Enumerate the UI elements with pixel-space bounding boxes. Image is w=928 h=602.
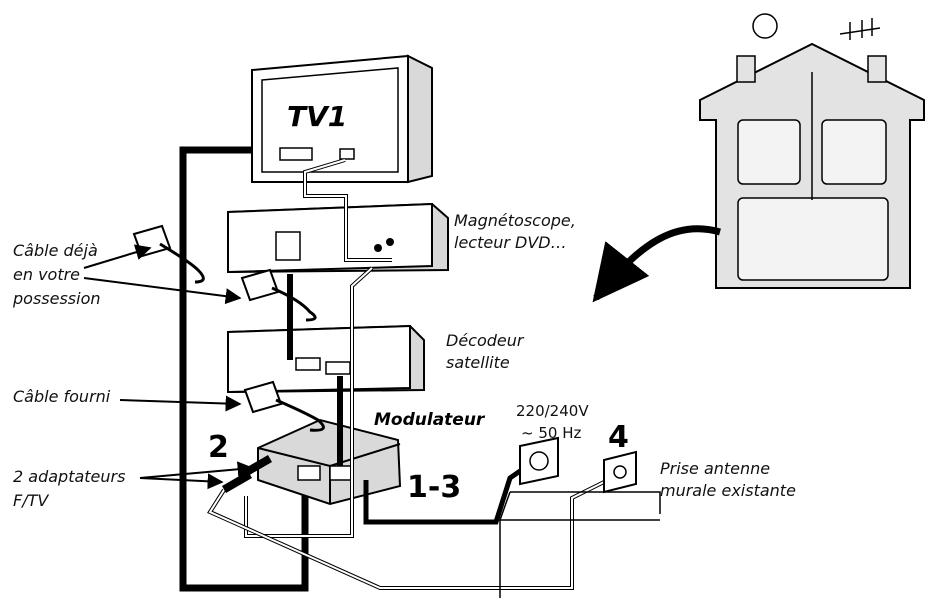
adapters-label-line1: 2 adaptateurs (13, 467, 126, 486)
house-illustration (699, 13, 925, 289)
tv-scart-socket (279, 147, 313, 161)
modulator-device (257, 418, 402, 506)
arrow-cable-supplied (119, 395, 242, 412)
coax-cable-vcr-inner (245, 267, 373, 537)
cable-own-label-line2: en votre (13, 265, 81, 284)
arrow-cable-own-2 (83, 277, 242, 305)
voltage-label-line2: ~ 50 Hz (521, 424, 582, 442)
thick-scart-cable (179, 146, 309, 592)
cable-own-label-line1: Câble déjà (13, 241, 98, 260)
decoder-label-line2: satellite (446, 353, 510, 372)
tv-aerial-icon (839, 18, 881, 40)
antenna-label-line2: murale existante (660, 481, 796, 500)
mains-socket (519, 436, 559, 486)
decoder-label-line1: Décodeur (446, 331, 524, 350)
antenna-label-line1: Prise antenne (660, 459, 771, 478)
arrow-cable-own-1 (83, 244, 152, 269)
vcr-label-line2: lecteur DVD… (454, 233, 567, 252)
decoder-device (227, 324, 425, 394)
coax-cable-tv-inner (304, 159, 392, 261)
step-1-3-label: 1-3 (407, 470, 462, 505)
scart-plug-supplied (243, 380, 325, 432)
modulator-label: Modulateur (374, 410, 485, 430)
antenna-wall-socket (603, 450, 637, 494)
tv1 (251, 54, 433, 184)
satellite-dish-icon (752, 13, 778, 39)
cable-own-label-line3: possession (13, 289, 101, 308)
arrow-adapters-2 (139, 461, 254, 479)
adapters-label-line2: F/TV (13, 491, 49, 510)
step-2-label: 2 (208, 430, 229, 465)
tv-antenna-socket (339, 148, 355, 160)
vcr-device (227, 202, 449, 274)
cable-supplied-label: Câble fourni (13, 387, 111, 406)
curved-arrow (592, 225, 721, 303)
scart-plug-own-1 (132, 224, 205, 284)
tv-label: TV1 (287, 100, 348, 133)
power-cable (363, 457, 538, 525)
coax-cable-antenna-inner (208, 477, 613, 589)
step-4-label: 4 (608, 420, 629, 455)
scart-plug-own-2 (240, 268, 317, 322)
vcr-label-line1: Magnétoscope, (454, 211, 576, 230)
arrow-adapters-1 (139, 473, 224, 490)
voltage-label-line1: 220/240V (516, 402, 589, 420)
